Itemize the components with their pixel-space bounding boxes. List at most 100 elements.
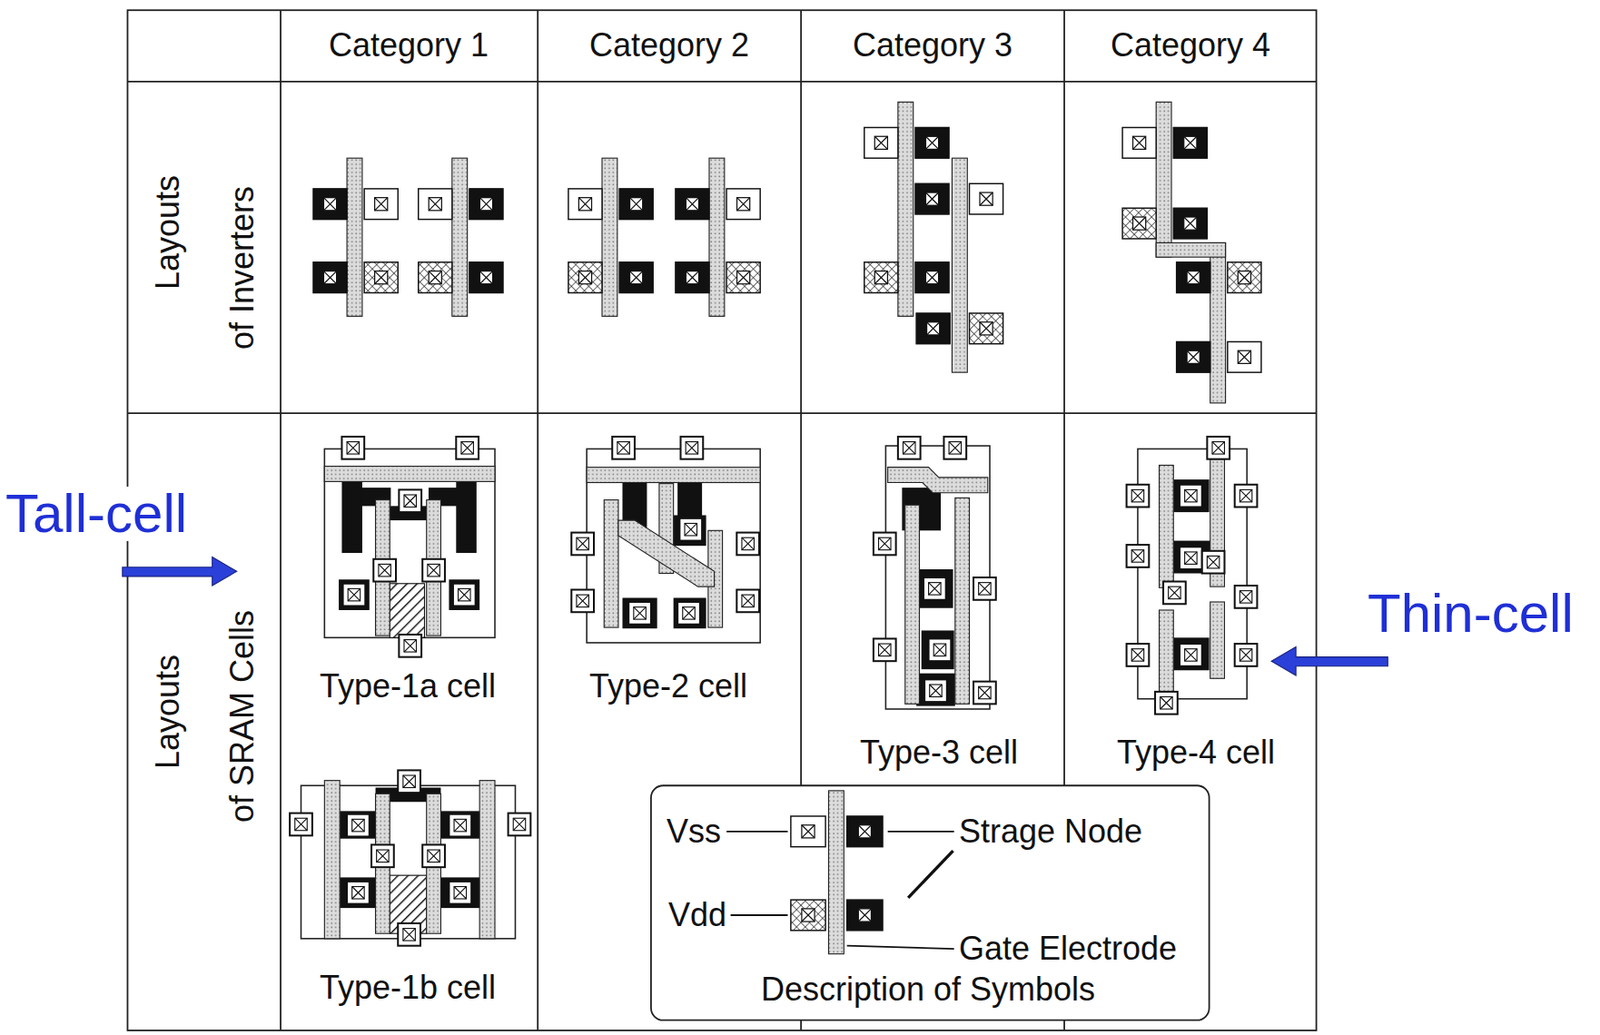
via-body — [973, 681, 997, 705]
storage-node-contact-body — [619, 262, 653, 294]
vdd-contact — [568, 262, 603, 294]
via-body — [898, 436, 921, 460]
gate-electrode — [828, 790, 844, 955]
via-contact — [1179, 643, 1203, 667]
callout-arrow — [1271, 646, 1388, 675]
storage-node-contact-body — [915, 183, 949, 215]
vdd-contact — [364, 262, 398, 294]
vdd-contact-body — [1122, 207, 1156, 239]
storage-node-contact-body — [916, 313, 950, 345]
via-cross — [948, 442, 961, 455]
gate-electrode — [898, 101, 914, 317]
via-cross — [1239, 489, 1252, 502]
contact-square — [925, 271, 939, 285]
via-body — [973, 577, 997, 601]
diffusion-region — [1173, 637, 1209, 671]
vss-contact — [364, 188, 398, 220]
contact-square — [479, 197, 493, 211]
gate-electrode — [324, 466, 495, 483]
gate-electrode — [1159, 610, 1175, 702]
contact-cross — [737, 197, 751, 211]
diffusion-region — [673, 598, 707, 630]
storage-node-contact-body — [313, 262, 347, 294]
contact-square — [927, 322, 940, 336]
via-cross — [1185, 489, 1197, 502]
gate-electrode — [1155, 101, 1172, 257]
via-inner — [685, 442, 698, 455]
via-body — [1202, 551, 1225, 574]
via-contact — [397, 923, 421, 947]
via-contact — [422, 559, 445, 583]
gate-electrode — [1159, 464, 1175, 588]
vdd-region — [389, 583, 425, 639]
contact-square — [1237, 350, 1251, 364]
via-contact — [1126, 484, 1150, 508]
storage-node-contact — [1176, 262, 1211, 294]
row-header: of Inverters — [223, 186, 261, 350]
via-body — [341, 436, 365, 460]
contact-square — [578, 197, 592, 211]
callout-arrow — [122, 557, 238, 586]
table-border — [127, 9, 1316, 1031]
callout-label: Tall-cell — [3, 486, 189, 542]
diffusion-region — [455, 481, 476, 554]
via-body — [453, 583, 476, 607]
via-body — [397, 770, 421, 793]
via-inner — [403, 928, 415, 941]
via-contact — [973, 681, 997, 705]
via-inner — [454, 819, 466, 831]
vss-contact-body — [568, 188, 603, 220]
contact-square — [375, 271, 388, 285]
vdd-contact-body — [726, 262, 761, 294]
via-cross — [617, 442, 630, 455]
contact-square — [925, 192, 939, 206]
via-inner — [1239, 591, 1252, 603]
storage-node-contact — [915, 183, 949, 215]
storage-node-contact-body — [469, 262, 504, 294]
via-contact — [397, 770, 421, 793]
sram-cell-type-1b — [289, 770, 531, 946]
via-inner — [933, 643, 946, 656]
via-cross — [1131, 489, 1144, 502]
contact-cross — [1133, 136, 1146, 149]
contact-cross — [1186, 271, 1200, 285]
diffusion-region — [438, 877, 480, 909]
gate-electrode — [888, 467, 988, 494]
legend-label: Strage Node — [958, 812, 1143, 850]
gate-electrode — [586, 467, 761, 484]
via-inner — [1185, 649, 1197, 662]
via-cross — [346, 442, 359, 455]
via-cross — [928, 582, 941, 595]
contact-square — [479, 271, 493, 285]
via-body — [371, 844, 395, 868]
via-body — [928, 638, 952, 662]
via-cross — [376, 849, 389, 862]
vdd-contact — [790, 899, 826, 931]
via-body — [508, 813, 532, 837]
storage-node-contact-body — [619, 188, 653, 220]
via-cross — [404, 494, 416, 507]
contact-square — [1133, 136, 1146, 149]
vdd-contact-body — [364, 262, 398, 294]
storage-node-contact — [675, 188, 710, 220]
via-contact — [898, 436, 921, 460]
via-contact — [873, 638, 897, 662]
vss-contact-body — [418, 188, 453, 220]
diffusion-region — [338, 579, 370, 611]
via-inner — [427, 563, 440, 576]
contact-cross — [428, 271, 442, 285]
storage-node-contact-body — [469, 188, 504, 220]
vss-contact-body — [1122, 127, 1156, 159]
diffusion-region — [448, 579, 480, 611]
via-body — [612, 436, 635, 460]
contact-cross — [375, 271, 388, 285]
via-contact — [612, 436, 635, 460]
contact-square — [737, 271, 751, 285]
storage-node-contact — [469, 188, 504, 220]
via-inner — [879, 537, 891, 550]
storage-node-contact-body — [675, 262, 710, 294]
cell-label: Type-1b cell — [319, 968, 496, 1007]
legend-title: Description of Symbols — [760, 970, 1096, 1008]
column-header: Category 2 — [589, 26, 750, 64]
vss-contact — [726, 188, 761, 220]
